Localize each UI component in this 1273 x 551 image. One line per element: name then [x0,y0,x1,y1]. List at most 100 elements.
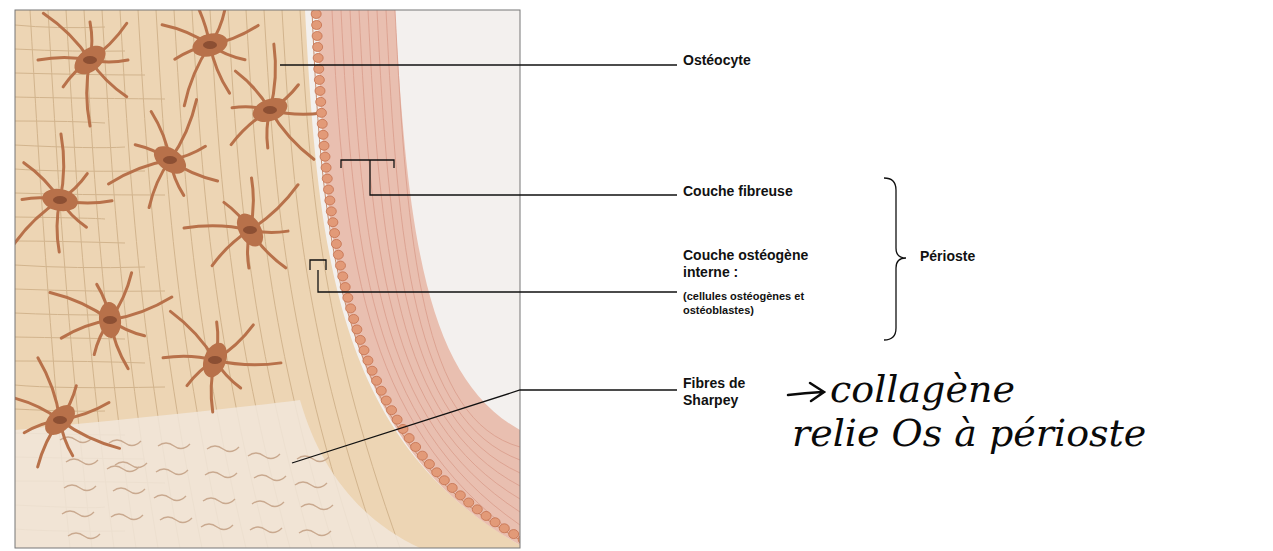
sharpey-fiber [113,488,145,494]
osteogenic-cell [509,530,519,539]
sharpey-region [15,400,420,548]
sharpey-fiber [301,504,333,510]
osteocyte-nucleus [203,41,217,49]
part-label: Périoste [920,248,1040,265]
crack-line [15,385,165,388]
sharpey-fiber [62,511,94,517]
osteocyte [15,134,112,252]
osteogenic-cell [328,218,338,227]
bone-surface [312,10,520,540]
osteogenic-cell [439,476,449,485]
osteogenic-cell [319,141,329,150]
crack-line [15,97,165,99]
osteocyte-body [149,141,191,180]
osteocyte [162,10,258,106]
sharpey-fiber [254,475,286,481]
crack-line [15,265,145,268]
osteogenic-cell [447,483,457,492]
osteogenic-cell [481,511,491,520]
osteogenic-cell [318,130,328,139]
fiber-strand [386,10,520,460]
sharpey-fiber [299,530,331,536]
osteogenic-cell [424,460,434,469]
osteogenic-cell [387,406,397,415]
osteogenic-cell [338,272,348,281]
osteocyte-body [249,94,290,127]
osteocyte-nucleus [53,416,67,424]
osteogenic-cell [333,250,343,259]
part-label: Ostéocyte [683,52,883,69]
sharpey-fiber [115,462,147,468]
fibrous-layer [318,10,520,545]
osteocyte-body [190,30,230,61]
osteogenic-cell [340,283,350,292]
part-label: Couche ostéogène interne : [683,247,833,281]
sharpey-fiber [68,533,100,539]
fiber-strand [377,10,520,473]
osteogenic-cell [313,42,323,51]
osteocyte-body [39,399,80,440]
fiber-strand [341,10,520,525]
osteogenic-cell [324,185,334,194]
osteogenic-cell [311,10,321,18]
osteogenic-cell [472,505,482,514]
osteogenic-cell [352,325,362,334]
osteogenic-cell [314,64,324,73]
osteocyte-nucleus [103,316,117,324]
osteocyte-body [199,339,232,380]
crack-line [15,193,165,195]
osteogenic-cell [367,366,377,375]
sharpey-fiber [203,498,235,504]
osteogenic-cell [359,346,369,355]
osteocyte [163,311,281,412]
sharpey-fiber [295,482,327,488]
osteocyte-body [231,209,268,251]
osteogenic-cell [317,119,327,128]
osteogenic-cell [343,293,353,302]
osteocyte [108,100,217,208]
osteocyte-body [69,40,111,80]
osteogenic-cell [312,31,322,40]
handwritten-note: collagène [830,368,1015,410]
osteogenic-cell [314,75,324,84]
sharpey-fiber [250,527,282,533]
osteogenic-cell [320,152,330,161]
osteocyte-nucleus [208,356,222,364]
osteocyte-nucleus [263,106,277,114]
sharpey-fiber [154,495,186,501]
osteogenic-cells [311,10,520,544]
osteogenic-cell [331,239,341,248]
crack-line [15,145,125,148]
osteogenic-cell [335,261,345,270]
osteogenic-cell [432,468,442,477]
fibrous-strands [332,10,520,538]
background [15,10,520,548]
part-label: Fibres de Sharpey [683,375,755,409]
part-label: (cellules ostéogènes et ostéoblastes) [683,289,873,317]
osteogenic-cell [455,491,465,500]
sharpey-fiber [207,446,239,452]
fiber-strand [332,10,520,538]
sharpey-fiber [252,501,284,507]
sharpey-fiber [201,524,233,530]
osteocyte-nucleus [53,196,67,204]
crack-line [15,217,105,219]
sharpey-fiber [160,517,192,523]
osteocyte-body [40,186,79,214]
osteogenic-cell [321,163,331,172]
sharpey-fiber [64,485,96,491]
crack-line [15,49,125,51]
osteocyte-body [97,301,122,339]
osteogenic-cell [326,207,336,216]
crack-line [15,121,105,123]
handwritten-note: relie Os à périoste [792,412,1146,454]
frame [15,10,520,548]
osteogenic-cell [315,86,325,95]
osteogenic-cell [392,415,402,424]
osteocyte-nucleus [163,156,177,164]
crack-line [15,289,165,291]
sharpey-fiber [111,514,143,520]
osteocytes [15,10,322,467]
osteogenic-cell [316,97,326,106]
